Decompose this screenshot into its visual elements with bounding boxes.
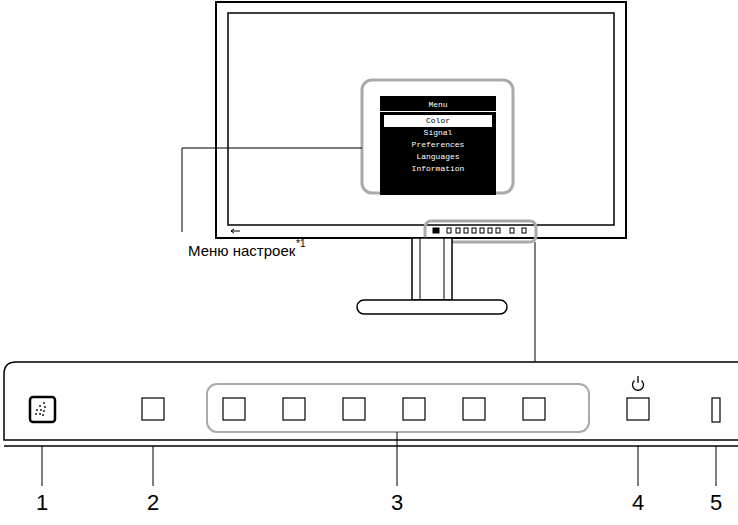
bezel-buttons [433, 228, 526, 233]
power-button [627, 398, 649, 420]
logo-mark [231, 229, 240, 233]
power-indicator [712, 398, 720, 422]
panel-buttons [223, 398, 545, 420]
callout-label: Меню настроек [188, 242, 295, 259]
sensor-dots [35, 402, 46, 416]
menu-item: Color [384, 115, 492, 127]
power-symbol [633, 376, 644, 390]
zoom-panel [4, 362, 738, 440]
menu-item: Languages [384, 151, 492, 163]
leader-line [182, 148, 362, 232]
menu-title: Menu [380, 99, 496, 112]
footnote-mark: *1 [296, 238, 305, 249]
callout-ticks [42, 432, 716, 486]
sensor-button [30, 397, 55, 422]
monitor-screen [228, 13, 614, 225]
callout-number: 1 [36, 490, 48, 516]
callout-number: 4 [632, 490, 644, 516]
menu-item: Signal [384, 127, 492, 139]
stand-base [357, 300, 507, 314]
menu-item: Information [384, 163, 492, 175]
button-group-frame [207, 384, 589, 432]
callout-number: 3 [391, 490, 403, 516]
sensor-window [142, 398, 164, 420]
callout-number: 5 [710, 490, 722, 516]
leader-line [535, 242, 536, 362]
panel-edge [4, 445, 738, 447]
stand-neck [412, 238, 452, 300]
callout-number: 2 [147, 490, 159, 516]
osd-menu: MenuColorSignalPreferencesLanguagesInfor… [380, 96, 496, 195]
monitor-bezel [216, 2, 626, 238]
menu-item: Preferences [384, 139, 492, 151]
